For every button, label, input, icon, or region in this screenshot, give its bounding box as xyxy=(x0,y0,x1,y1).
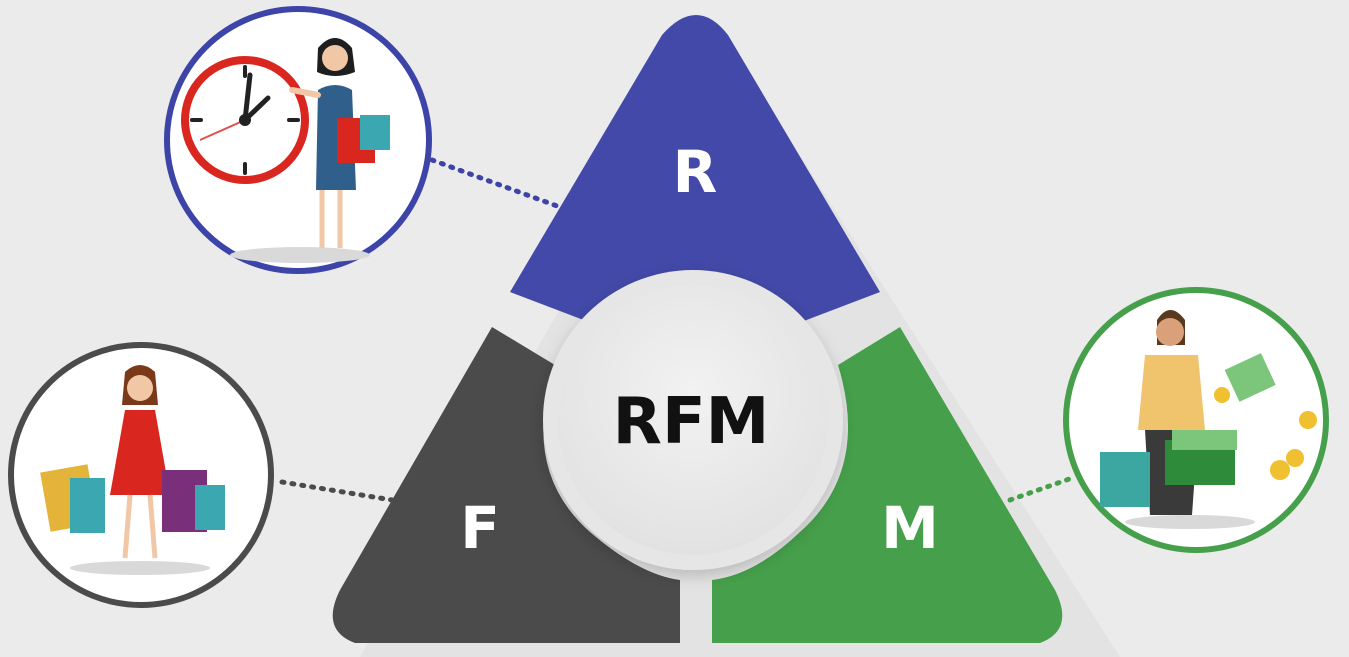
segment-recency xyxy=(510,15,880,332)
segment-frequency xyxy=(332,327,680,643)
connector-frequency xyxy=(279,479,395,503)
center-disc xyxy=(558,285,828,555)
woman-with-shopping-bags-icon xyxy=(8,342,274,608)
connector-recency xyxy=(429,157,560,209)
segment-label-recency: R xyxy=(673,138,718,206)
segment-monetary xyxy=(712,327,1063,643)
segment-label-monetary: M xyxy=(881,494,939,562)
woman-with-clock-icon xyxy=(164,6,432,274)
center-label: RFM xyxy=(613,385,770,459)
segment-label-frequency: F xyxy=(460,494,500,562)
connector-monetary xyxy=(1007,475,1075,503)
man-with-cash-icon xyxy=(1063,287,1329,553)
